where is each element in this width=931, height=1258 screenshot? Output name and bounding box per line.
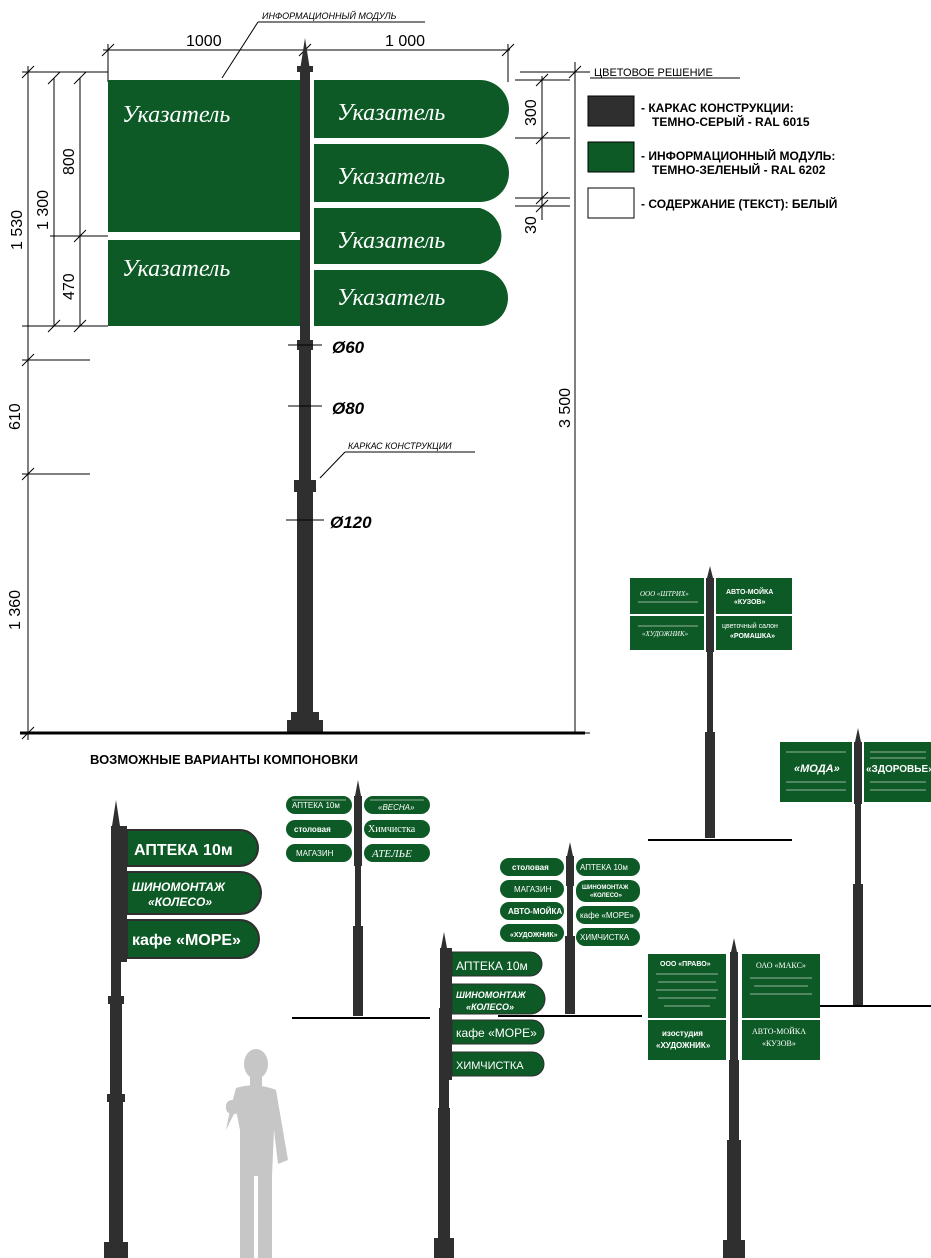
legend-swatch-frame — [587, 95, 635, 127]
dim-1530: 1 530 — [9, 210, 26, 250]
small-text-marks — [292, 601, 926, 801]
sign-panel-left-bottom — [108, 240, 300, 326]
variant-g-rb2: «КУЗОВ» — [762, 1039, 796, 1048]
dim-left-width: 1000 — [186, 33, 222, 50]
variant-b: АПТЕКА 10м столовая МАГАЗИН «ВЕСНА» Химч… — [286, 780, 430, 1019]
sign-label-5: Указатель — [337, 228, 445, 254]
variant-c-r1: АПТЕКА 10м — [580, 863, 628, 872]
sign-label-4: Указатель — [337, 164, 445, 190]
dimension-labels: 1000 1 000 1 530 1 300 800 470 610 1 360… — [7, 33, 574, 630]
diameter-60: Ø60 — [332, 338, 365, 357]
dim-300: 300 — [523, 99, 540, 126]
variant-e-rt2: «КУЗОВ» — [734, 599, 765, 606]
variant-c-l2: МАГАЗИН — [514, 885, 552, 894]
variant-e-rt1: АВТО-МОЙКА — [726, 587, 773, 596]
variant-b-r1: «ВЕСНА» — [378, 803, 415, 812]
main-sign-panels — [108, 80, 509, 326]
sign-label-2: Указатель — [122, 256, 230, 282]
dim-470: 470 — [61, 273, 78, 300]
dim-1360: 1 360 — [7, 590, 24, 630]
variants-title: ВОЗМОЖНЫЕ ВАРИАНТЫ КОМПОНОВКИ — [90, 752, 358, 767]
variant-d-apteka: АПТЕКА 10м — [456, 959, 528, 973]
variant-g-rb1: АВТО-МОЙКА — [752, 1027, 806, 1036]
variant-d-shinomontazh: ШИНОМОНТАЖ — [456, 990, 526, 1000]
variant-b-l2: столовая — [294, 825, 331, 834]
variant-c-l3: АВТО-МОЙКА — [508, 907, 562, 916]
variant-c-r2: ШИНОМОНТАЖ — [582, 885, 629, 891]
variant-d-kafe: кафе «МОРЕ» — [456, 1026, 537, 1040]
dim-3500: 3 500 — [557, 388, 574, 428]
legend: - КАРКАС КОНСТРУКЦИИ: ТЕМНО-СЕРЫЙ - RAL … — [587, 95, 837, 219]
frame-label: КАРКАС КОНСТРУКЦИИ — [348, 441, 452, 451]
dim-1300: 1 300 — [35, 190, 52, 230]
variant-e-lb: «ХУДОЖНИК» — [642, 630, 689, 638]
variant-g-lb1: изостудия — [662, 1029, 703, 1038]
main-pole — [20, 38, 585, 735]
variant-b-l3: МАГАЗИН — [296, 849, 334, 858]
dim-610: 610 — [7, 403, 24, 430]
variant-d-koleso: «КОЛЕСО» — [466, 1002, 514, 1012]
variant-d: АПТЕКА 10м ШИНОМОНТАЖ «КОЛЕСО» кафе «МОР… — [434, 932, 546, 1258]
variant-e-rb1: цветочный салон — [722, 622, 778, 630]
variant-c-l4: «ХУДОЖНИК» — [510, 932, 558, 939]
sign-label-6: Указатель — [337, 285, 445, 311]
variant-g-lt: ООО «ПРАВО» — [660, 961, 711, 968]
variant-g-rt: ОАО «МАКС» — [756, 961, 806, 970]
variant-a: АПТЕКА 10м ШИНОМОНТАЖ «КОЛЕСО» кафе «МОР… — [104, 800, 262, 1258]
sign-label-3: Указатель — [337, 100, 445, 126]
variant-g: ООО «ПРАВО» ОАО «МАКС» изостудия «ХУДОЖН… — [648, 938, 820, 1258]
variant-a-apteka: АПТЕКА 10м — [134, 842, 233, 859]
variant-c-r5: ХИМЧИСТКА — [580, 933, 630, 942]
person-silhouette — [226, 1049, 288, 1258]
diameter-120: Ø120 — [330, 513, 372, 532]
variant-e-lt: ООО «ШТРИХ» — [640, 590, 689, 598]
legend-swatch-module — [587, 141, 635, 173]
variant-c: столовая МАГАЗИН АВТО-МОЙКА «ХУДОЖНИК» А… — [498, 842, 642, 1017]
variant-a-kafe: кафе «МОРЕ» — [132, 932, 241, 949]
variant-c-l1: столовая — [512, 863, 549, 872]
sign-panel-right-3 — [314, 208, 502, 264]
dim-right-width: 1 000 — [385, 33, 425, 50]
variant-f-zdorove: «ЗДОРОВЬЕ» — [866, 764, 931, 775]
variant-d-khimchistka: ХИМЧИСТКА — [456, 1060, 524, 1072]
legend-swatch-text — [587, 187, 635, 219]
variant-b-r3: АТЕЛЬЕ — [371, 848, 412, 860]
info-module-label: ИНФОРМАЦИОННЫЙ МОДУЛЬ — [262, 10, 397, 21]
sign-panel-right-4 — [314, 270, 508, 326]
variant-a-koleso: «КОЛЕСО» — [148, 895, 212, 909]
diameter-80: Ø80 — [332, 399, 365, 418]
legend-item-2-line2: ТЕМНО-ЗЕЛЕНЫЙ - RAL 6202 — [652, 162, 826, 177]
legend-item-3-line1: - СОДЕРЖАНИЕ (ТЕКСТ): БЕЛЫЙ — [641, 196, 837, 211]
color-scheme-label: ЦВЕТОВОЕ РЕШЕНИЕ — [594, 67, 713, 79]
variant-b-r2: Химчистка — [368, 824, 416, 835]
legend-item-2-line1: - ИНФОРМАЦИОННЫЙ МОДУЛЬ: — [641, 148, 835, 163]
variant-c-r3: «КОЛЕСО» — [590, 893, 623, 899]
legend-item-1-line1: - КАРКАС КОНСТРУКЦИИ: — [641, 101, 794, 115]
variant-g-lb2: «ХУДОЖНИК» — [656, 1041, 711, 1050]
variant-c-r4: кафе «МОРЕ» — [580, 911, 634, 920]
variant-f-moda: «МОДА» — [794, 763, 840, 775]
dim-30: 30 — [523, 216, 540, 234]
variant-a-shinomontazh: ШИНОМОНТАЖ — [132, 880, 226, 894]
sign-panel-right-2 — [314, 144, 509, 202]
dim-800: 800 — [61, 148, 78, 175]
variant-b-l1: АПТЕКА 10м — [292, 801, 340, 810]
sign-panel-right-1 — [314, 80, 509, 138]
legend-item-1-line2: ТЕМНО-СЕРЫЙ - RAL 6015 — [652, 114, 810, 129]
variant-e-rb2: «РОМАШКА» — [730, 633, 775, 640]
sign-label-1: Указатель — [122, 102, 230, 128]
sign-panel-left-top — [108, 80, 300, 232]
variant-e: ООО «ШТРИХ» АВТО-МОЙКА «КУЗОВ» «ХУДОЖНИК… — [630, 566, 792, 841]
